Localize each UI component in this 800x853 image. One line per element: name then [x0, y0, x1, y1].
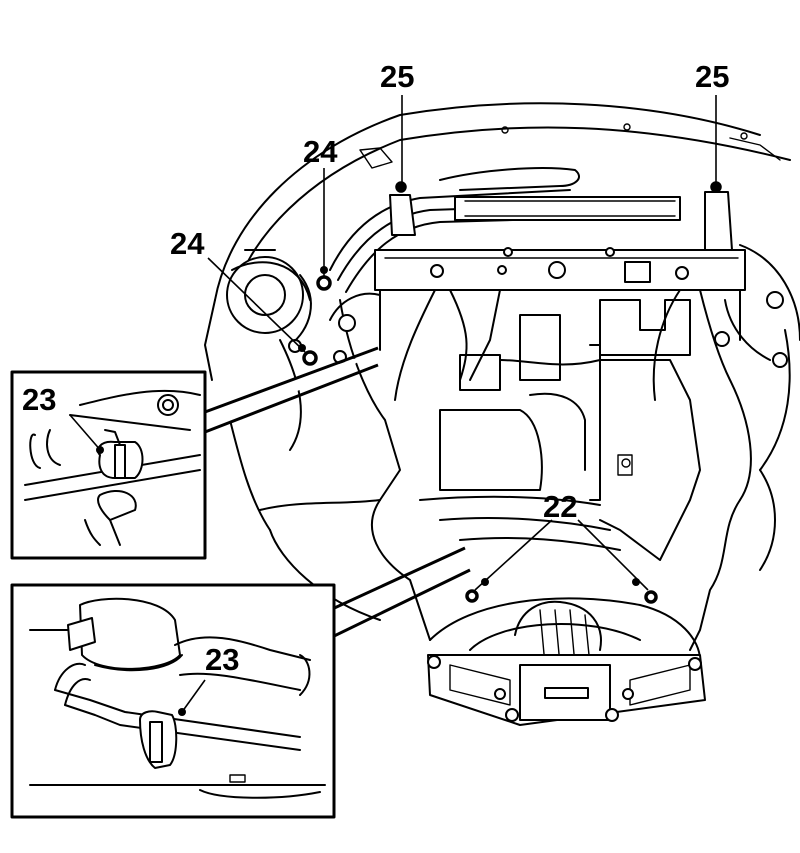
callout-dots — [96, 183, 720, 716]
engine-gearbox — [419, 299, 701, 561]
bolt-22-right — [644, 590, 658, 604]
subframe-structure — [329, 289, 788, 651]
rear-plate — [427, 597, 706, 726]
callout-23-lower-inset: 23 — [205, 642, 239, 677]
detail-inset-upper — [10, 346, 380, 560]
callout-22: 22 — [543, 489, 577, 524]
bolt-24-lower — [302, 350, 318, 366]
detail-inset-lower — [10, 546, 471, 819]
callout-24-upper: 24 — [303, 134, 338, 169]
bolt-24-upper — [316, 275, 332, 291]
callout-labels: 25 25 24 24 23 23 22 — [22, 59, 729, 677]
leader-lines — [69, 95, 717, 713]
crossmember-beam — [374, 247, 746, 351]
left-suspension — [226, 249, 381, 621]
callout-24-lower: 24 — [170, 226, 205, 261]
callout-23-upper-inset: 23 — [22, 382, 56, 417]
vehicle-body-outline — [204, 102, 800, 471]
callout-25-left: 25 — [380, 59, 414, 94]
bolt-22-left — [465, 589, 479, 603]
callout-25-right: 25 — [695, 59, 729, 94]
